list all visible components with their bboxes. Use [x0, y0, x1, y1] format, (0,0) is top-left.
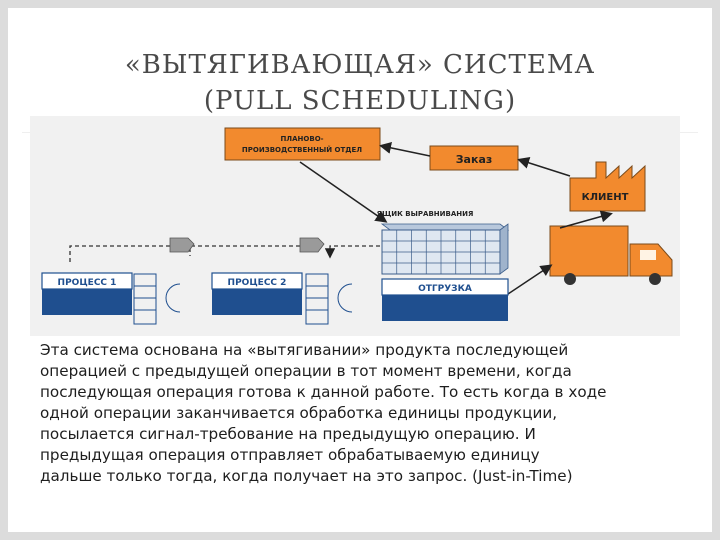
- leveling-box-label: ЯЩИК ВЫРАВНИВАНИЯ: [377, 210, 474, 218]
- process-2-label: ПРОЦЕСС 2: [228, 278, 287, 288]
- planning-dept-label-2: ПРОИЗВОДСТВЕННЫЙ ОТДЕЛ: [242, 145, 362, 154]
- process-2-box: ПРОЦЕСС 2: [211, 272, 303, 315]
- truck-to-client-arrow: [559, 210, 613, 229]
- order-box: Заказ: [429, 145, 519, 171]
- description-line: операцией с предыдущей операции в тот мо…: [40, 362, 572, 380]
- order-to-planning-arrow: [379, 141, 431, 157]
- description-line: посылается сигнал-требование на предыдущ…: [40, 425, 536, 443]
- kanban-card-1: [169, 237, 195, 253]
- description-line: предыдущая операция отправляет обрабатыв…: [40, 446, 540, 464]
- description-line: одной операции заканчивается обработка е…: [40, 404, 558, 422]
- planning-department-box: ПЛАНОВО- ПРОИЗВОДСТВЕННЫЙ ОТДЕЛ: [224, 127, 381, 161]
- description-line: дальше только тогда, когда получает на э…: [40, 467, 573, 485]
- shipping-box: ОТГРУЗКА: [381, 278, 509, 321]
- slide-title-line-2: (PULL SCHEDULING): [203, 86, 517, 116]
- slide-title-line-1: «ВЫТЯГИВАЮЩАЯ» СИСТЕМА: [124, 50, 596, 80]
- shipping-label: ОТГРУЗКА: [418, 284, 472, 294]
- leveling-box-grid: [380, 223, 510, 275]
- pull-scheduling-diagram: ПЛАНОВО- ПРОИЗВОДСТВЕННЫЙ ОТДЕЛ Заказ КЛ…: [30, 116, 680, 336]
- planning-to-leveling-arrow: [299, 161, 388, 223]
- kanban-card-2: [299, 237, 325, 253]
- process-1-label: ПРОЦЕСС 1: [58, 278, 117, 288]
- description-line: Эта система основана на «вытягивании» пр…: [40, 341, 569, 359]
- process-2-inventory: [305, 273, 353, 325]
- client-to-order-arrow: [517, 157, 571, 177]
- delivery-truck-icon: [549, 225, 673, 285]
- planning-dept-label-1: ПЛАНОВО-: [280, 135, 323, 143]
- client-factory-icon: КЛИЕНТ: [569, 161, 646, 212]
- process-1-box: ПРОЦЕСС 1: [41, 272, 133, 315]
- description-text: Эта система основана на «вытягивании» пр…: [40, 340, 700, 487]
- title-box: «ВЫТЯГИВАЮЩАЯ» СИСТЕМА (PULL SCHEDULING): [22, 22, 698, 133]
- diagram-svg: ПЛАНОВО- ПРОИЗВОДСТВЕННЫЙ ОТДЕЛ Заказ КЛ…: [41, 127, 673, 325]
- process-1-inventory: [133, 273, 181, 325]
- order-label: Заказ: [456, 153, 493, 166]
- description-line: последующая операция готова к данной раб…: [40, 383, 607, 401]
- client-label: КЛИЕНТ: [582, 192, 629, 203]
- shipping-to-truck-arrow: [507, 264, 553, 295]
